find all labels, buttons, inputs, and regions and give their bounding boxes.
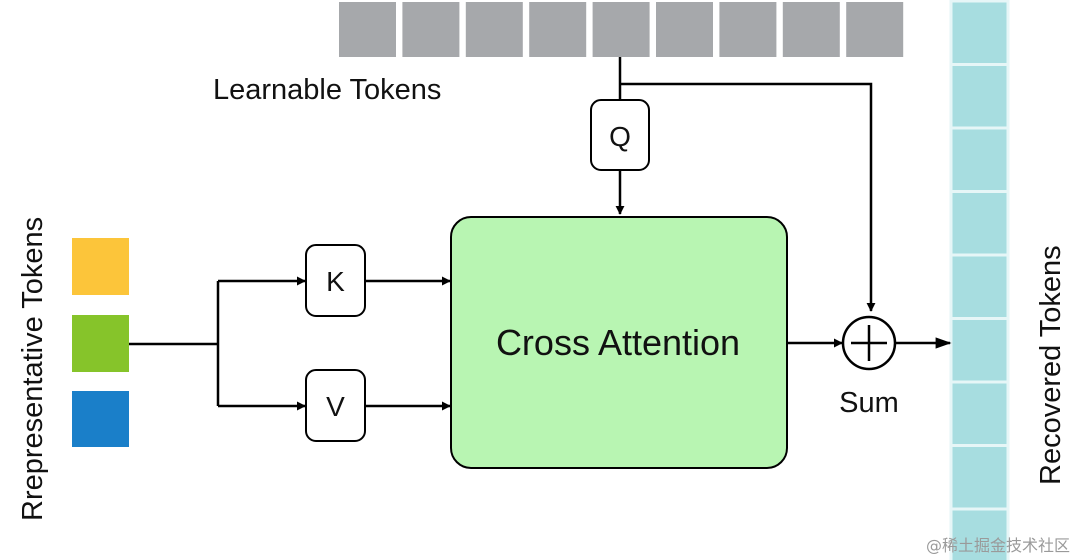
learnable-token [529, 2, 587, 57]
watermark: @稀土掘金技术社区 [926, 536, 1070, 555]
learnable-token [846, 2, 904, 57]
learnable-token [592, 2, 650, 57]
learnable-token [339, 2, 396, 57]
sum-label: Sum [839, 387, 899, 419]
recovered-token [949, 444, 1010, 511]
recovered-tokens-label: Recovered Tokens [1035, 245, 1067, 485]
learnable-token [402, 2, 460, 57]
recovered-token [949, 317, 1010, 384]
key-label: K [326, 266, 345, 297]
recovered-tokens-column [949, 0, 1010, 560]
learnable-token [719, 2, 777, 57]
recovered-token [949, 190, 1010, 257]
cross-attention-block: Cross Attention [450, 216, 788, 469]
learnable-token [656, 2, 713, 57]
representative-tokens [72, 238, 129, 447]
recovered-token [949, 63, 1010, 130]
key-box: K [305, 244, 366, 317]
representative-tokens-label: Rrepresentative Tokens [17, 217, 49, 521]
learnable-token [782, 2, 840, 57]
recovered-token [949, 253, 1010, 320]
recovered-token [949, 507, 1010, 560]
recovered-token [949, 126, 1010, 193]
value-box: V [305, 369, 366, 442]
circled-plus-icon [841, 315, 897, 371]
learnable-tokens-label: Learnable Tokens [213, 74, 441, 106]
representative-token-blue [72, 391, 129, 447]
query-label: Q [609, 121, 631, 152]
learnable-token [465, 2, 523, 57]
kv-input-connectors [129, 276, 451, 411]
learnable-tokens-row [339, 2, 904, 57]
value-label: V [326, 391, 345, 422]
recovered-token [949, 380, 1010, 447]
query-connectors [615, 57, 876, 312]
representative-token-green [72, 315, 129, 372]
query-box: Q [590, 99, 650, 171]
cross-attention-label: Cross Attention [496, 322, 740, 363]
representative-token-yellow [72, 238, 129, 295]
recovered-token [949, 0, 1010, 66]
